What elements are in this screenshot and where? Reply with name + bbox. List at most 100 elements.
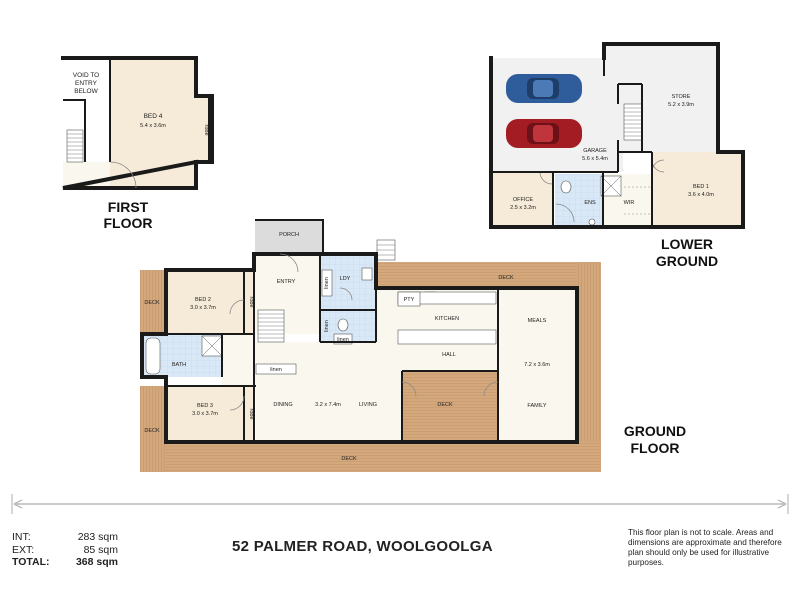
bed4-dim: 5.4 x 3.6m — [140, 123, 166, 129]
entry-label: ENTRY — [277, 279, 296, 285]
linen-cupboard — [255, 363, 297, 375]
bed3-robe-label: robe — [248, 408, 254, 419]
area-value: 85 sqm — [83, 543, 118, 556]
bed3-name: BED 3 — [197, 403, 213, 409]
family-area — [498, 288, 577, 442]
area-row-total: TOTAL: 368 sqm — [12, 556, 118, 569]
linen-cupboard — [321, 269, 333, 297]
dining-label: DINING — [273, 402, 292, 408]
family-dim-label: 7.2 x 3.6m — [524, 362, 550, 368]
car-icon — [506, 74, 582, 103]
porch-label: PORCH — [279, 232, 299, 238]
bed1-room — [652, 152, 743, 227]
hall-label: HALL — [442, 352, 456, 358]
deck-centre — [402, 371, 498, 442]
garage-name: GARAGE — [583, 148, 607, 154]
ground-floor-title-2: FLOOR — [631, 440, 680, 456]
bed2-room — [166, 270, 254, 334]
bed2-robe-label: robe — [248, 296, 254, 307]
stair-icon — [376, 239, 396, 261]
lower-ground-plan: STORE 5.2 x 3.9m GARAGE 5.6 x 5.4m OFFIC… — [489, 42, 745, 269]
bed2-dim: 3.0 x 3.7m — [190, 305, 216, 311]
deck-label-left-bottom: DECK — [144, 428, 160, 434]
first-robe-label: robe — [203, 124, 209, 135]
living-dim-label: 3.2 x 7.4m — [315, 402, 341, 408]
sink-icon — [588, 218, 596, 226]
deck-label-front: DECK — [341, 456, 357, 462]
pantry — [397, 291, 421, 307]
deck-rear — [375, 262, 601, 288]
kitchen-island — [397, 329, 497, 345]
deck-label-centre: DECK — [437, 402, 453, 408]
lower-ground-title-2: GROUND — [656, 253, 718, 269]
garage-dim: 5.6 x 5.4m — [582, 156, 608, 162]
store-name: STORE — [672, 94, 691, 100]
stair-icon — [623, 103, 643, 141]
shower-icon — [201, 335, 223, 357]
area-label: TOTAL: — [12, 556, 50, 568]
area-label: INT: — [12, 531, 31, 543]
deck-left-top — [140, 270, 166, 334]
porch-area — [255, 220, 323, 254]
store-dim: 5.2 x 3.9m — [668, 102, 694, 108]
bed3-room — [166, 386, 254, 442]
living-label: LIVING — [359, 402, 377, 408]
deck-front — [166, 442, 601, 472]
ldy-label: LDY — [340, 276, 351, 282]
bed1-dim: 3.6 x 4.0m — [688, 192, 714, 198]
kitchen-label: KITCHEN — [435, 316, 459, 322]
car-icon — [506, 119, 582, 148]
area-summary: INT: 283 sqm EXT: 85 sqm TOTAL: 368 sqm — [12, 531, 118, 569]
office-name: OFFICE — [513, 197, 533, 203]
area-row-int: INT: 283 sqm — [12, 531, 118, 544]
deck-label-rear: DECK — [498, 275, 514, 281]
area-value: 283 sqm — [77, 531, 118, 543]
family-label: FAMILY — [527, 403, 546, 409]
office-room — [491, 172, 553, 227]
void-label-3: BELOW — [74, 88, 98, 95]
void-label-1: VOID TO — [73, 72, 100, 79]
bed1-name: BED 1 — [693, 184, 709, 190]
area-row-ext: EXT: 85 sqm — [12, 544, 118, 557]
ensuite-room — [555, 174, 603, 227]
stair-icon — [66, 129, 84, 163]
bath-icon — [145, 337, 161, 375]
wc-side-linen-label: linen — [324, 320, 330, 332]
area-value: 368 sqm — [75, 556, 118, 568]
first-floor-title-1: FIRST — [108, 199, 149, 215]
meals-label: MEALS — [528, 318, 547, 324]
bed4-name: BED 4 — [144, 113, 163, 120]
first-floor-title-2: FLOOR — [104, 215, 153, 231]
disclaimer-text: This floor plan is not to scale. Areas a… — [628, 528, 782, 567]
area-label: EXT: — [12, 543, 35, 556]
void-label-2: ENTRY — [75, 80, 98, 87]
wc-linen-label: linen — [337, 337, 349, 343]
shower-icon — [600, 175, 622, 197]
bed2-name: BED 2 — [195, 297, 211, 303]
ensuite-label: ENS — [584, 200, 596, 206]
deck-label-left-top: DECK — [144, 300, 160, 306]
divider-rule — [11, 494, 789, 514]
bath-label: BATH — [172, 362, 186, 368]
first-floor-robe — [196, 96, 210, 162]
deck-right — [577, 262, 601, 472]
pty-label: PTY — [404, 297, 415, 303]
ground-floor-title-1: GROUND — [624, 423, 686, 439]
bed3-dim: 3.0 x 3.7m — [192, 411, 218, 417]
property-address: 52 PALMER ROAD, WOOLGOOLGA — [232, 538, 493, 555]
linen-cupboard — [333, 333, 353, 345]
store-room — [604, 44, 718, 152]
ldy-linen-label: linen — [324, 277, 330, 289]
office-dim: 2.5 x 3.2m — [510, 205, 536, 211]
toilet-icon — [337, 318, 349, 332]
first-floor-plan: VOID TO ENTRY BELOW BED 4 5.4 x 3.6m rob… — [61, 56, 214, 231]
hall-left — [222, 334, 256, 386]
wir-label: WIR — [624, 200, 635, 206]
ground-floor-plan: PORCH ENTRY LDY linen linen linen PTY KI… — [140, 219, 686, 472]
stair-icon — [257, 309, 285, 343]
lower-ground-title-1: LOWER — [661, 236, 713, 252]
deck-left-bottom — [140, 386, 166, 472]
hall-linen-label: linen — [270, 367, 282, 373]
toilet-icon — [560, 180, 572, 194]
